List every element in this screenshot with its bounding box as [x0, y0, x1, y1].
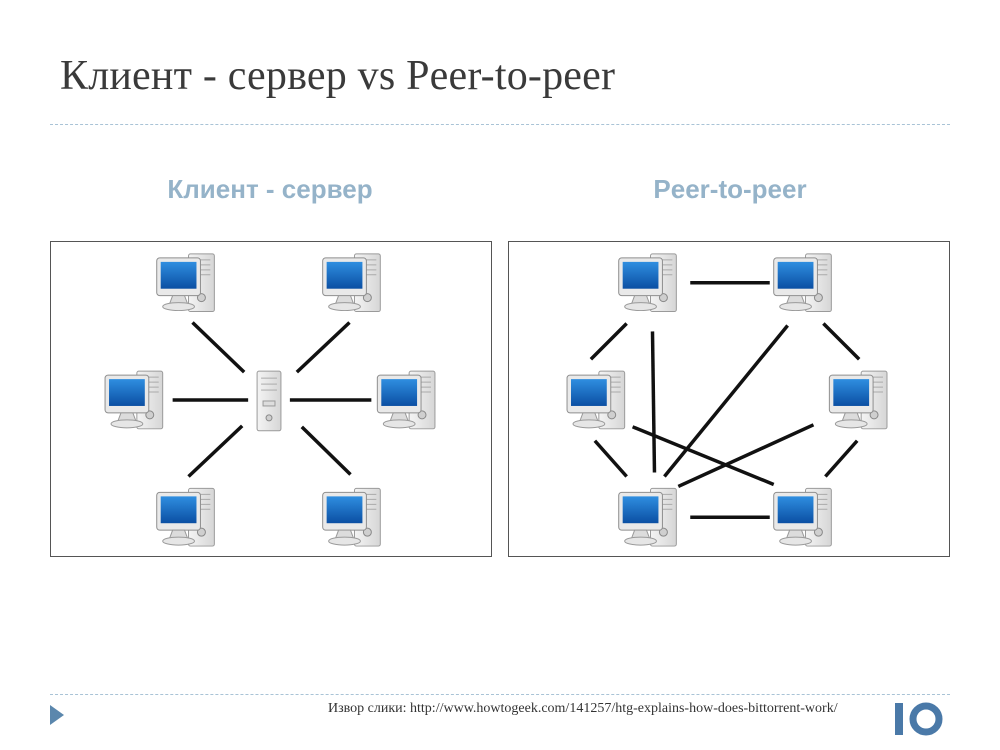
client-server-heading: Клиент - сервер: [167, 174, 373, 204]
peer-links: [589, 281, 861, 519]
slide-title: Клиент - сервер vs Peer-to-peer: [60, 53, 616, 99]
desktop-computer-icon: [156, 487, 215, 547]
client-server-network-svg: [104, 253, 436, 547]
peer-to-peer-diagram: [508, 241, 950, 557]
server-tower-icon: [256, 370, 282, 432]
desktop-computer-icon: [322, 487, 381, 547]
triangle-right-icon: [50, 705, 64, 725]
link-top-right-mid-right: [822, 322, 861, 361]
title-divider: [50, 124, 950, 125]
source-caption: Извор слики: http://www.howtogeek.com/14…: [328, 701, 838, 716]
link-mid-left-bottom-right: [631, 425, 775, 487]
desktop-computer-icon: [566, 370, 626, 430]
link-top-right-bottom-left: [663, 324, 789, 478]
link-server-top-left: [191, 321, 246, 374]
link-server-bottom-left: [187, 424, 244, 478]
desktop-computer-icon: [773, 253, 832, 313]
link-mid-right-bottom-left: [677, 423, 815, 489]
desktop-computer-icon: [618, 253, 677, 313]
link-mid-right-bottom-right: [824, 439, 859, 478]
io-logo: IO: [895, 702, 943, 736]
link-top-left-mid-left: [589, 322, 628, 361]
footer-divider: [50, 694, 950, 695]
peer-to-peer-heading: Peer-to-peer: [653, 174, 807, 204]
client-server-links: [172, 321, 372, 478]
link-server-top-right: [295, 321, 351, 374]
desktop-computer-icon: [322, 253, 381, 313]
desktop-computer-icon: [773, 487, 832, 547]
link-top-left-bottom-left: [650, 331, 657, 473]
link-mid-left-bottom-left: [593, 439, 628, 478]
desktop-computer-icon: [104, 370, 164, 430]
client-server-diagram: [50, 241, 492, 557]
link-server-bottom-right: [300, 425, 352, 476]
desktop-computer-icon: [376, 370, 436, 430]
desktop-computer-icon: [828, 370, 888, 430]
desktop-computer-icon: [618, 487, 677, 547]
desktop-computer-icon: [156, 253, 215, 313]
peer-to-peer-network-svg: [566, 253, 888, 547]
